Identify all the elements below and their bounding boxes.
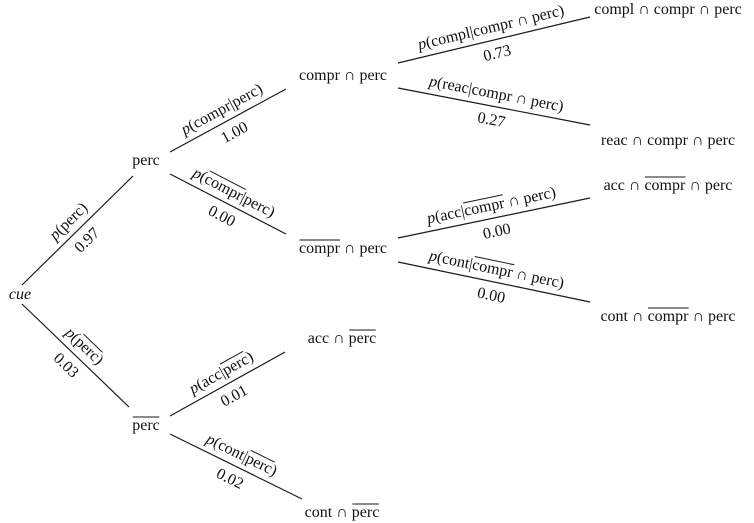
node-cont-notcompr-perc: cont ∩ compr ∩ perc xyxy=(600,307,736,325)
edge-probability-value: 0.00 xyxy=(476,285,507,307)
edge-line xyxy=(397,197,591,239)
edge-notcompr-perc-to-acc-notcompr-perc: p(acc|compr ∩ perc)0.00 xyxy=(397,184,591,243)
edge-line xyxy=(397,261,591,303)
edge-probability-value: 0.03 xyxy=(50,350,82,382)
node-label: acc ∩ compr ∩ perc xyxy=(604,177,733,194)
node-label: compr ∩ perc xyxy=(299,67,387,84)
edge-line xyxy=(21,175,134,286)
node-notcompr-perc: compr ∩ perc xyxy=(299,239,387,257)
edge-notperc-to-acc-notperc: p(acc|perc)0.01 xyxy=(169,348,286,417)
edge-perc-to-notcompr-perc: p(compr|perc)0.00 xyxy=(169,164,287,235)
node-compl-compr-perc: compl ∩ compr ∩ perc xyxy=(594,1,742,18)
edge-probability-label: p(reac|compr ∩ perc) xyxy=(427,72,565,115)
edge-cue-to-perc: p(perc)0.97 xyxy=(21,175,134,286)
node-cue: cue xyxy=(9,286,31,303)
edge-line xyxy=(397,16,591,64)
edge-probability-label: p(acc|compr ∩ perc) xyxy=(424,184,557,228)
edge-probability-value: 0.27 xyxy=(476,109,507,131)
edge-line xyxy=(21,303,130,408)
node-label: perc xyxy=(132,152,160,169)
edge-perc-to-compr-perc: p(compr|perc)1.00 xyxy=(169,80,287,153)
node-label: acc ∩ perc xyxy=(308,330,376,347)
edge-probability-value: 0.00 xyxy=(481,221,512,243)
node-compr-perc: compr ∩ perc xyxy=(299,67,387,84)
node-label: cont ∩ compr ∩ perc xyxy=(600,308,735,325)
overline-bar xyxy=(250,449,275,463)
edge-notcompr-perc-to-cont-notcompr-perc: p(cont|compr ∩ perc)0.00 xyxy=(397,247,591,307)
node-acc-notcompr-perc: acc ∩ compr ∩ perc xyxy=(604,176,733,194)
node-cont-notperc: cont ∩ perc xyxy=(305,503,380,521)
overline-bar xyxy=(462,194,503,204)
edge-cue-to-notperc: p(perc)0.03 xyxy=(21,303,130,408)
edge-compr-perc-to-compl-compr-perc: p(compl|compr ∩ perc)0.73 xyxy=(397,2,591,65)
overline-bar xyxy=(219,350,244,365)
edge-probability-value: 0.73 xyxy=(482,42,513,65)
node-label: cue xyxy=(9,286,31,303)
node-reac-compr-perc: reac ∩ compr ∩ perc xyxy=(601,132,735,149)
edge-probability-label: p(cont|perc) xyxy=(203,430,280,480)
node-label: reac ∩ compr ∩ perc xyxy=(601,132,735,149)
overline-bar xyxy=(209,170,247,191)
node-perc: perc xyxy=(132,152,160,169)
overline-bar xyxy=(83,333,103,353)
node-notperc: perc xyxy=(132,416,160,434)
node-label: compl ∩ compr ∩ perc xyxy=(594,1,742,18)
node-label: perc xyxy=(132,417,160,434)
edge-notperc-to-cont-notperc: p(cont|perc)0.02 xyxy=(169,430,303,500)
edge-probability-label: p(cont|compr ∩ perc) xyxy=(427,247,566,292)
node-acc-notperc: acc ∩ perc xyxy=(308,329,376,347)
edge-line xyxy=(397,87,591,126)
nodes-layer: cue perc perc compr ∩ perc compr ∩ perc compl… xyxy=(9,1,742,521)
edge-compr-perc-to-reac-compr-perc: p(reac|compr ∩ perc)0.27 xyxy=(397,72,591,131)
overline-bar xyxy=(474,256,515,266)
edge-line xyxy=(169,351,286,417)
edge-line xyxy=(169,173,287,235)
node-label: cont ∩ perc xyxy=(305,504,380,521)
edge-line xyxy=(169,88,287,153)
edge-probability-value: 0.97 xyxy=(71,225,103,257)
edge-line xyxy=(169,433,303,500)
node-label: compr ∩ perc xyxy=(299,240,387,257)
